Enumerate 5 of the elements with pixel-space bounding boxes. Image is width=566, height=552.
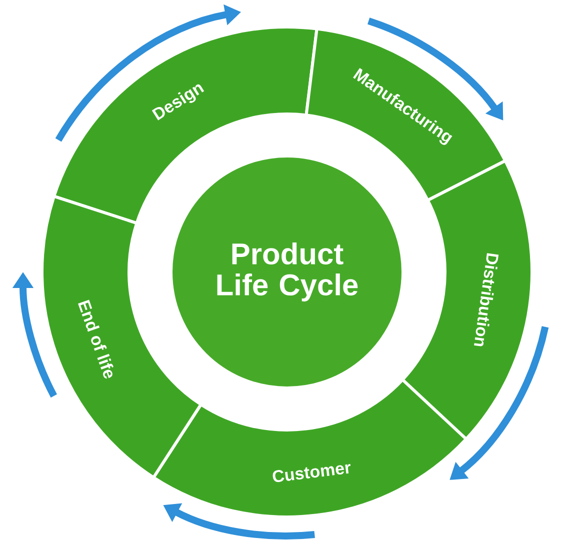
ring-segment: End of life bbox=[40, 194, 202, 479]
ring-segment: Distribution bbox=[401, 159, 534, 441]
ring-segment: Customer bbox=[152, 378, 468, 518]
node-label: Distribution bbox=[474, 253, 499, 346]
node-label: Customer bbox=[272, 464, 351, 482]
